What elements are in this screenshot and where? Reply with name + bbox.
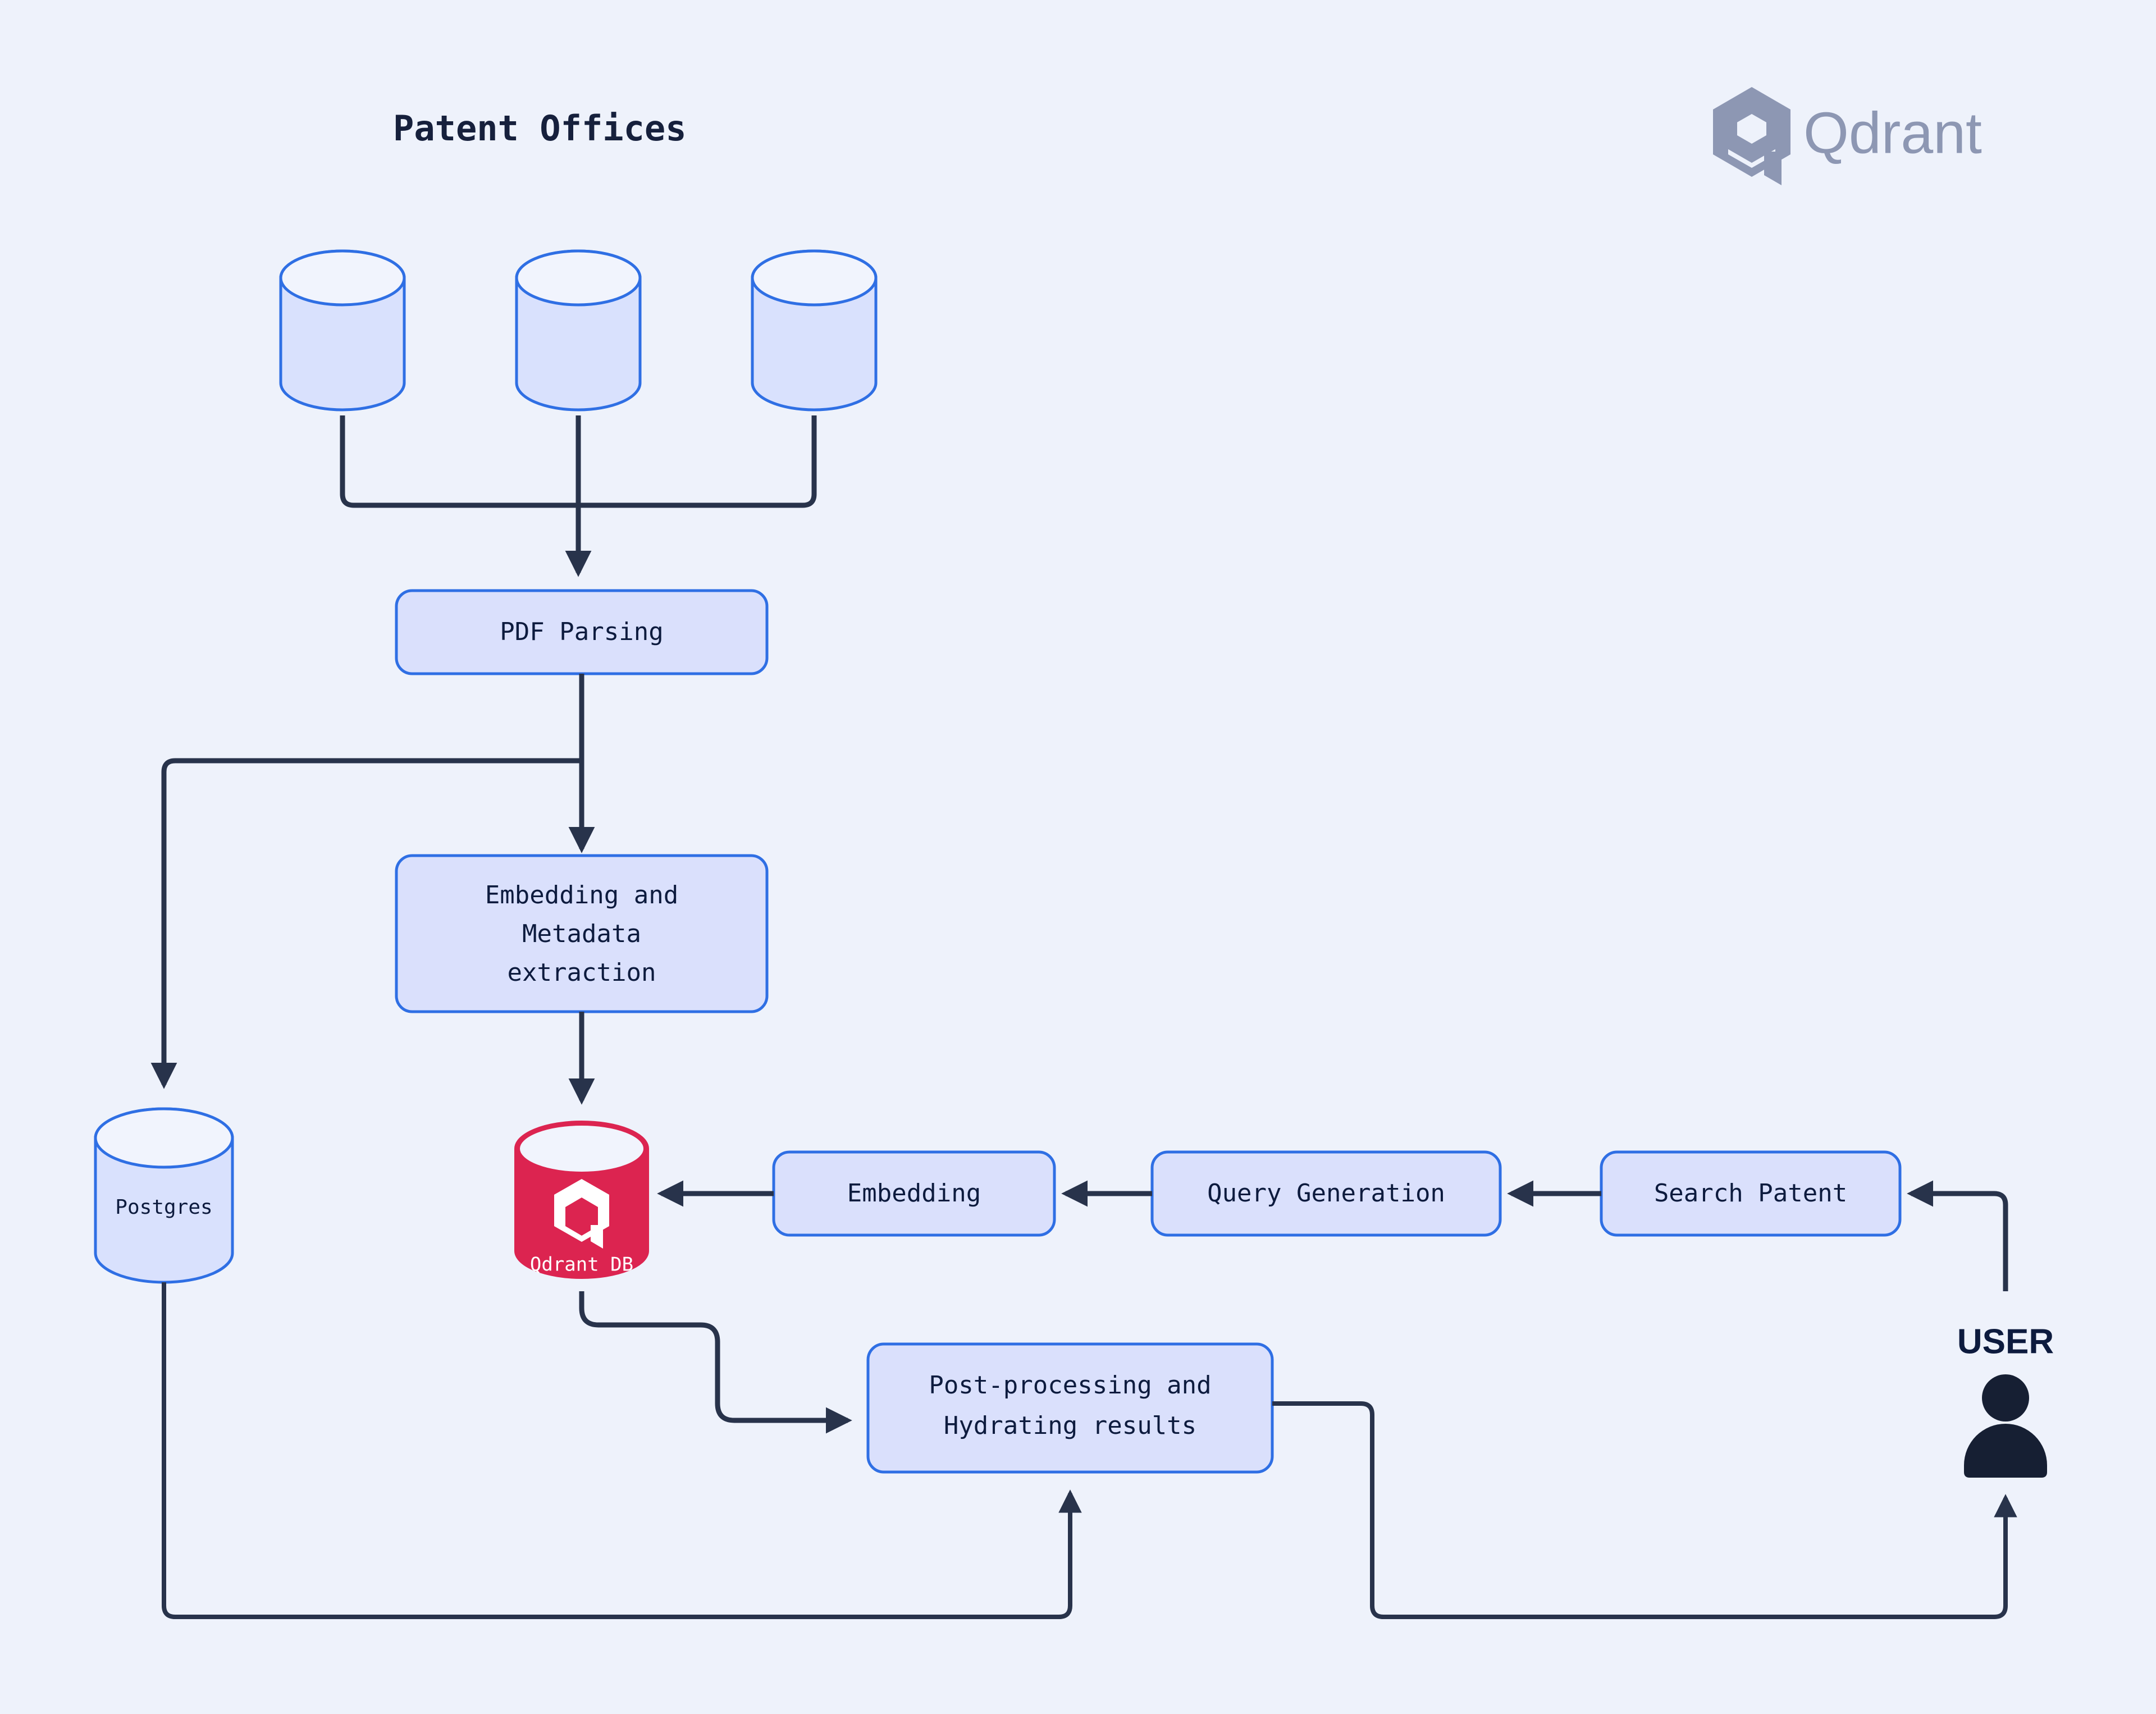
qdrant-logo-icon [1713, 87, 1790, 185]
source-cylinder-2[interactable] [515, 249, 642, 412]
diagram-title: Patent Offices [393, 108, 687, 149]
brand-name: Qdrant [1803, 100, 1982, 166]
edge-qdrant-to-post-processing [579, 1291, 852, 1434]
person-icon [1964, 1374, 2047, 1478]
embedding-metadata-line3: extraction [508, 958, 656, 987]
post-processing-line1: Post-processing and [929, 1371, 1211, 1400]
node-postgres[interactable]: Postgres [94, 1107, 234, 1284]
postgres-label: Postgres [115, 1196, 212, 1219]
edge-source1-to-bus [340, 415, 578, 508]
node-pdf-parsing[interactable]: PDF Parsing [395, 589, 769, 675]
edge-pdf-parsing-to-postgres [150, 758, 582, 1089]
node-search-patent[interactable]: Search Patent [1600, 1150, 1902, 1237]
node-embedding-metadata[interactable]: Embedding and Metadata extraction [395, 854, 769, 1013]
edge-user-to-search-patent [1907, 1180, 2008, 1291]
user-label: USER [1957, 1322, 2054, 1361]
edge-post-processing-to-user [1272, 1401, 2017, 1619]
pdf-parsing-label: PDF Parsing [500, 618, 663, 646]
node-post-processing[interactable]: Post-processing and Hydrating results [866, 1342, 1274, 1474]
node-embedding[interactable]: Embedding [772, 1150, 1056, 1237]
node-query-generation[interactable]: Query Generation [1150, 1150, 1502, 1237]
source-cylinder-1[interactable] [279, 249, 406, 412]
embedding-metadata-line2: Metadata [522, 920, 641, 948]
search-patent-label: Search Patent [1654, 1179, 1847, 1208]
query-generation-label: Query Generation [1207, 1179, 1445, 1208]
edge-postgres-to-post-processing [162, 1282, 1082, 1619]
edge-source3-to-bus [578, 415, 817, 508]
qdrant-db-label: Qdrant DB [530, 1254, 633, 1276]
post-processing-line2: Hydrating results [944, 1411, 1196, 1440]
qdrant-db-icon [554, 1179, 609, 1249]
source-cylinder-3[interactable] [751, 249, 878, 412]
node-qdrant-db[interactable]: Qdrant DB [514, 1121, 649, 1279]
embedding-metadata-line1: Embedding and [485, 881, 678, 909]
embedding-label: Embedding [847, 1179, 981, 1208]
